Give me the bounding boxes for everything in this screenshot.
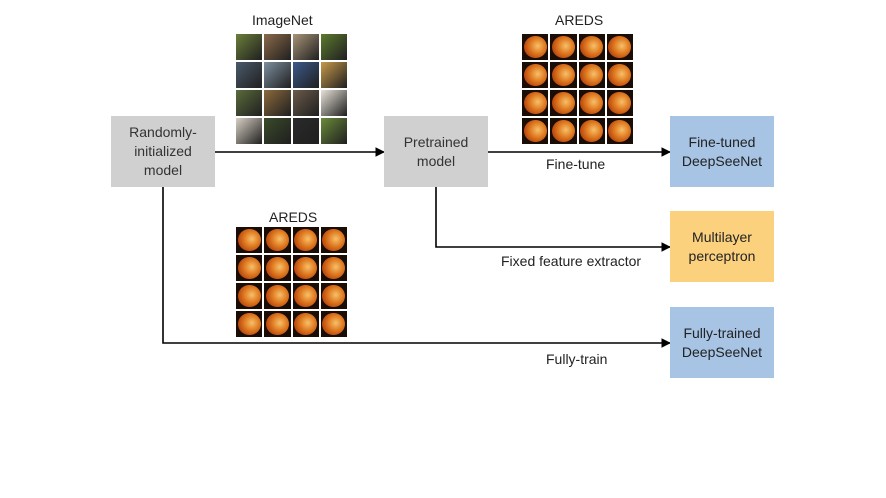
multilayer-perceptron-node: Multilayer perceptron xyxy=(670,211,774,282)
areds-bottom-title: AREDS xyxy=(269,209,318,225)
fundus-thumbnail xyxy=(292,311,319,337)
fundus-thumbnail xyxy=(264,283,291,309)
imagenet-thumbnail xyxy=(236,118,263,144)
imagenet-thumbnail xyxy=(292,34,319,60)
fundus-thumbnail xyxy=(578,34,605,60)
imagenet-thumbnail xyxy=(320,118,347,144)
edge-label-fixed-feature-extractor: Fixed feature extractor xyxy=(501,253,642,269)
fundus-thumbnail xyxy=(236,227,263,253)
fundus-thumbnail xyxy=(236,255,263,281)
imagenet-image-grid xyxy=(236,34,347,144)
imagenet-thumbnail xyxy=(264,90,291,116)
fundus-thumbnail xyxy=(606,34,633,60)
fundus-thumbnail xyxy=(550,118,577,144)
imagenet-thumbnail xyxy=(264,62,291,88)
edge-label-fine-tune: Fine-tune xyxy=(546,156,606,172)
fundus-thumbnail xyxy=(236,311,263,337)
arrow-pretrained-to-mlp xyxy=(435,187,671,252)
imagenet-thumbnail xyxy=(292,90,319,116)
fundus-thumbnail xyxy=(578,90,605,116)
fundus-thumbnail xyxy=(292,227,319,253)
areds-fundus-grid-top xyxy=(522,34,633,144)
pretrained-model-label: Pretrained model xyxy=(403,133,469,169)
arrow-random-to-fullytrained xyxy=(162,187,671,348)
fundus-thumbnail xyxy=(320,283,347,309)
imagenet-thumbnail xyxy=(320,90,347,116)
fundus-thumbnail xyxy=(606,62,633,88)
fundus-thumbnail xyxy=(522,62,549,88)
fundus-thumbnail xyxy=(606,90,633,116)
imagenet-thumbnail xyxy=(236,62,263,88)
fully-trained-deepseenet-label: Fully-trained DeepSeeNet xyxy=(681,324,763,360)
fine-tuned-deepseenet-label: Fine-tuned DeepSeeNet xyxy=(681,133,763,169)
fundus-thumbnail xyxy=(236,283,263,309)
fundus-thumbnail xyxy=(264,227,291,253)
imagenet-title: ImageNet xyxy=(252,12,313,28)
fundus-thumbnail xyxy=(522,34,549,60)
multilayer-perceptron-label: Multilayer perceptron xyxy=(688,228,756,264)
fundus-thumbnail xyxy=(320,311,347,337)
fundus-thumbnail xyxy=(578,62,605,88)
imagenet-thumbnail xyxy=(292,62,319,88)
fundus-thumbnail xyxy=(550,62,577,88)
edge-label-fully-train: Fully-train xyxy=(546,351,608,367)
imagenet-thumbnail xyxy=(320,62,347,88)
fundus-thumbnail xyxy=(320,255,347,281)
pretrained-model-node: Pretrained model xyxy=(384,116,488,187)
fundus-thumbnail xyxy=(292,255,319,281)
fundus-thumbnail xyxy=(264,255,291,281)
randomly-initialized-model-label: Randomly- initialized model xyxy=(129,124,197,178)
fundus-thumbnail xyxy=(550,34,577,60)
fundus-thumbnail xyxy=(606,118,633,144)
fundus-thumbnail xyxy=(550,90,577,116)
fundus-thumbnail xyxy=(292,283,319,309)
imagenet-thumbnail xyxy=(236,34,263,60)
imagenet-thumbnail xyxy=(236,90,263,116)
fundus-thumbnail xyxy=(320,227,347,253)
fine-tuned-deepseenet-node: Fine-tuned DeepSeeNet xyxy=(670,116,774,187)
imagenet-thumbnail xyxy=(292,118,319,144)
imagenet-thumbnail xyxy=(264,118,291,144)
fundus-thumbnail xyxy=(522,90,549,116)
fundus-thumbnail xyxy=(522,118,549,144)
randomly-initialized-model-node: Randomly- initialized model xyxy=(111,116,215,187)
fundus-thumbnail xyxy=(264,311,291,337)
areds-top-title: AREDS xyxy=(555,12,604,28)
imagenet-thumbnail xyxy=(320,34,347,60)
fundus-thumbnail xyxy=(578,118,605,144)
fully-trained-deepseenet-node: Fully-trained DeepSeeNet xyxy=(670,307,774,378)
areds-fundus-grid-bottom xyxy=(236,227,347,337)
imagenet-thumbnail xyxy=(264,34,291,60)
